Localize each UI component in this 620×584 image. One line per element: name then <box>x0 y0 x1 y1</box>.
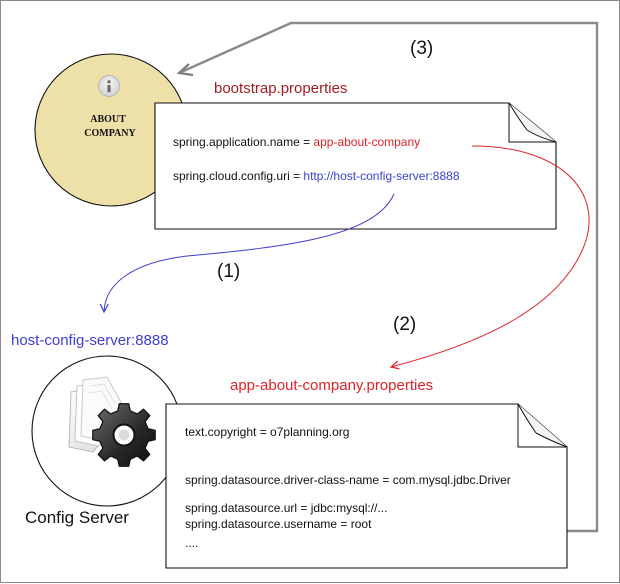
properties-line-3: spring.datasource.url = jdbc:mysql://... <box>185 501 387 515</box>
about-company-line2: COMPANY <box>84 128 136 139</box>
bootstrap-line-2: spring.cloud.config.uri = http://host-co… <box>173 169 460 183</box>
properties-line-1: text.copyright = o7planning.org <box>185 425 349 439</box>
info-icon <box>98 75 120 97</box>
step-three-label: (3) <box>410 38 433 59</box>
bootstrap-line-1: spring.application.name = app-about-comp… <box>173 135 420 149</box>
bootstrap-line-1-value: app-about-company <box>313 135 420 149</box>
properties-line-5: .... <box>185 536 198 550</box>
step-one-label: (1) <box>217 261 240 282</box>
properties-line-2: spring.datasource.driver-class-name = co… <box>185 473 511 487</box>
gear-icon <box>68 376 156 467</box>
properties-document <box>165 403 568 569</box>
connector-line <box>178 21 599 533</box>
connector-arrow-icon <box>176 63 194 77</box>
host-config-server-label: host-config-server:8888 <box>11 332 169 349</box>
config-server-label: Config Server <box>25 508 129 527</box>
properties-line-4: spring.datasource.username = root <box>185 517 372 531</box>
bootstrap-line-1-key: spring.application.name = <box>173 135 313 149</box>
bootstrap-line-2-key: spring.cloud.config.uri = <box>173 169 303 183</box>
red-flow-arrow <box>391 145 590 367</box>
blue-flow-arrow <box>104 193 395 312</box>
bootstrap-line-2-value: http://host-config-server:8888 <box>303 169 459 183</box>
step-two-label: (2) <box>393 314 416 335</box>
bootstrap-document <box>154 102 557 230</box>
bootstrap-title: bootstrap.properties <box>214 80 347 97</box>
about-company-line1: ABOUT <box>90 114 126 125</box>
properties-title: app-about-company.properties <box>230 377 433 394</box>
